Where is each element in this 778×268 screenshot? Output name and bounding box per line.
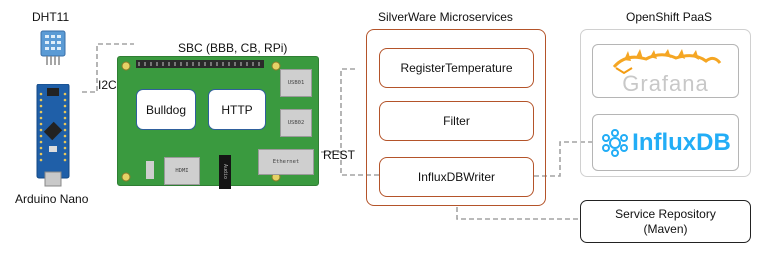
- influx-connector: [534, 141, 596, 177]
- ethernet-port: Ethernet: [258, 149, 314, 175]
- audio-label: Audio: [222, 164, 228, 180]
- sbc-board-decor: [121, 60, 281, 182]
- service-label: InfluxDBWriter: [417, 170, 496, 184]
- rest-label: REST: [323, 148, 356, 162]
- sbc-title: SBC (BBB, CB, RPi): [178, 41, 288, 55]
- influxdb-box: InfluxDB: [592, 114, 739, 171]
- repository-title: Service Repository: [615, 206, 716, 221]
- usb02-label: USB02: [287, 120, 305, 126]
- http-label: HTTP: [221, 102, 253, 117]
- hdmi-port: HDMI: [164, 157, 200, 185]
- service-repository-box: Service Repository (Maven): [580, 200, 751, 243]
- arduino-label: Arduino Nano: [15, 192, 89, 206]
- usb02-port: USB02: [280, 109, 312, 137]
- usb01-label: USB01: [287, 80, 305, 86]
- ethernet-label: Ethernet: [272, 159, 300, 165]
- repository-connector: [456, 207, 580, 220]
- service-register-temperature: RegisterTemperature: [379, 48, 534, 88]
- dht11-sensor-image: [40, 30, 66, 66]
- audio-jack: Audio: [219, 155, 231, 189]
- influxdb-logo-icon: [602, 128, 629, 157]
- service-filter: Filter: [379, 101, 534, 141]
- repository-subtitle: (Maven): [643, 221, 688, 236]
- rest-connector-top: [318, 68, 355, 153]
- bulldog-label: Bulldog: [145, 102, 187, 117]
- influxdb-logo-text: InfluxDB: [632, 128, 731, 156]
- service-label: RegisterTemperature: [400, 61, 513, 75]
- grafana-logo-text: Grafana: [622, 71, 709, 96]
- http-box: HTTP: [208, 89, 266, 130]
- service-influxdb-writer: InfluxDBWriter: [379, 157, 534, 197]
- bulldog-box: Bulldog: [136, 89, 196, 130]
- hdmi-label: HDMI: [175, 168, 189, 174]
- grafana-logo-icon: [612, 49, 721, 75]
- silverware-container: [366, 29, 546, 206]
- sensor-label: DHT11: [32, 10, 70, 24]
- openshift-container: [580, 29, 751, 177]
- grafana-box: Grafana: [592, 44, 739, 98]
- silverware-title: SilverWare Microservices: [378, 10, 513, 24]
- arduino-nano-image: [35, 83, 71, 188]
- i2c-connector: [82, 43, 134, 93]
- i2c-label: I2C: [98, 78, 117, 92]
- service-label: Filter: [443, 114, 470, 128]
- openshift-title: OpenShift PaaS: [626, 10, 713, 24]
- usb01-port: USB01: [280, 69, 312, 97]
